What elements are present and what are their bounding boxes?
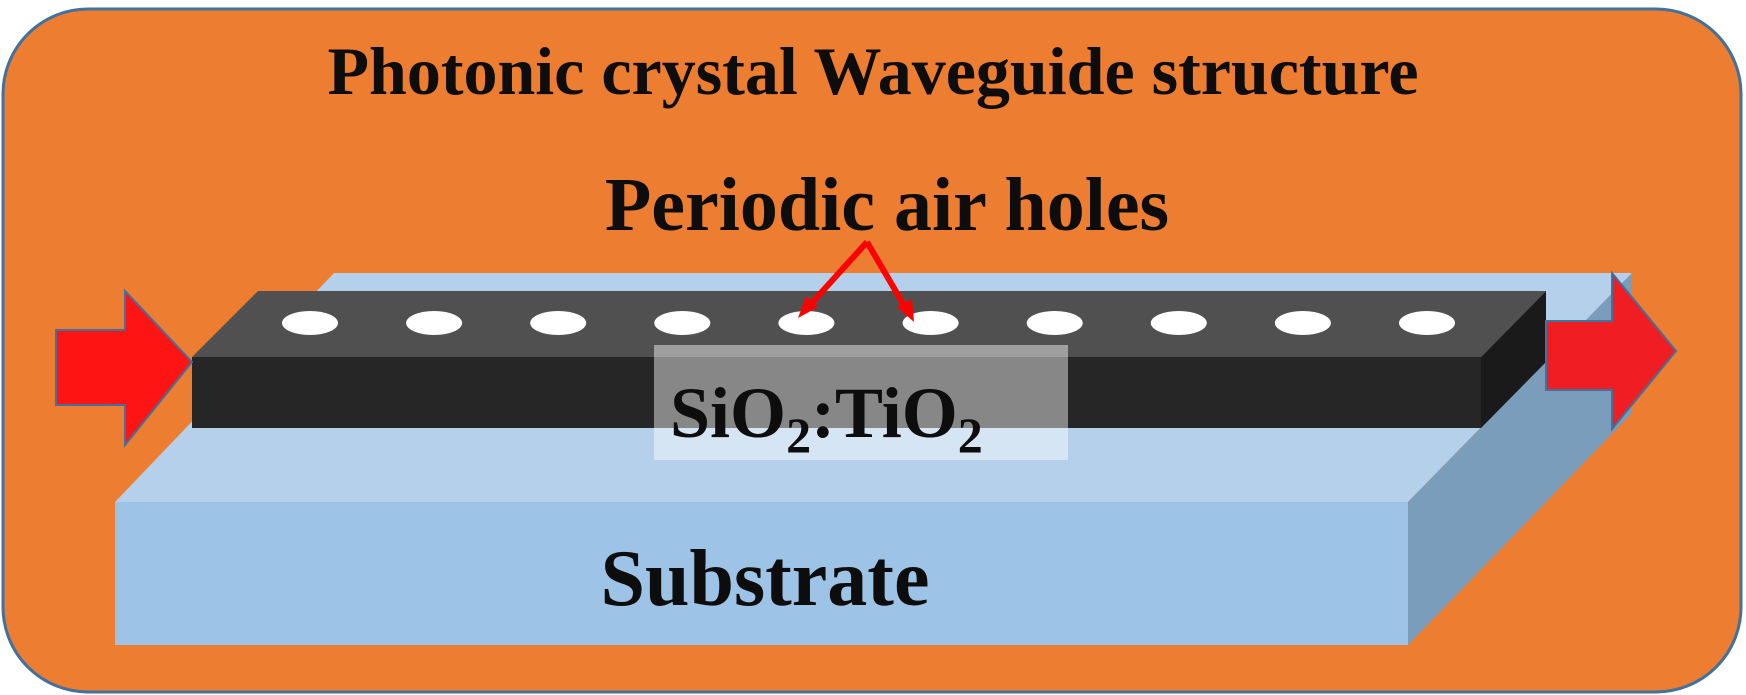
air-hole [282, 311, 338, 335]
air-hole [1150, 311, 1207, 335]
pointer-head-right [897, 299, 914, 322]
pointer-line-right [864, 240, 908, 309]
air-hole [778, 311, 835, 335]
substrate-front-face [115, 502, 1408, 645]
output-arrow [1545, 270, 1678, 432]
air-hole [530, 311, 587, 335]
air-hole [654, 311, 711, 335]
holes-label: Periodic air holes [605, 163, 1169, 247]
waveguide-slab [192, 291, 1546, 428]
material-label-part1: SiO [670, 373, 786, 453]
pointer-head-left [798, 296, 818, 318]
waveguide-top-face [192, 291, 1546, 357]
waveguide-side-face [1481, 291, 1546, 428]
material-label: SiO2:TiO2 [670, 373, 983, 463]
air-hole [902, 311, 959, 335]
input-arrow [55, 288, 194, 448]
waveguide-front-face [192, 357, 1481, 428]
diagram-title: Photonic crystal Waveguide structure [327, 33, 1418, 109]
material-label-sub2: 2 [958, 407, 983, 463]
material-label-part2: :TiO [811, 373, 958, 453]
material-label-box [654, 345, 1068, 460]
air-hole [1026, 311, 1083, 335]
pointer-line-left [807, 239, 870, 308]
air-holes [282, 311, 1455, 335]
material-label-sub1: 2 [786, 407, 811, 463]
air-hole [1274, 311, 1331, 335]
air-hole [1399, 311, 1455, 335]
substrate-label: Substrate [601, 535, 930, 623]
air-hole [406, 311, 463, 335]
hole-pointer-arrows [798, 239, 914, 322]
